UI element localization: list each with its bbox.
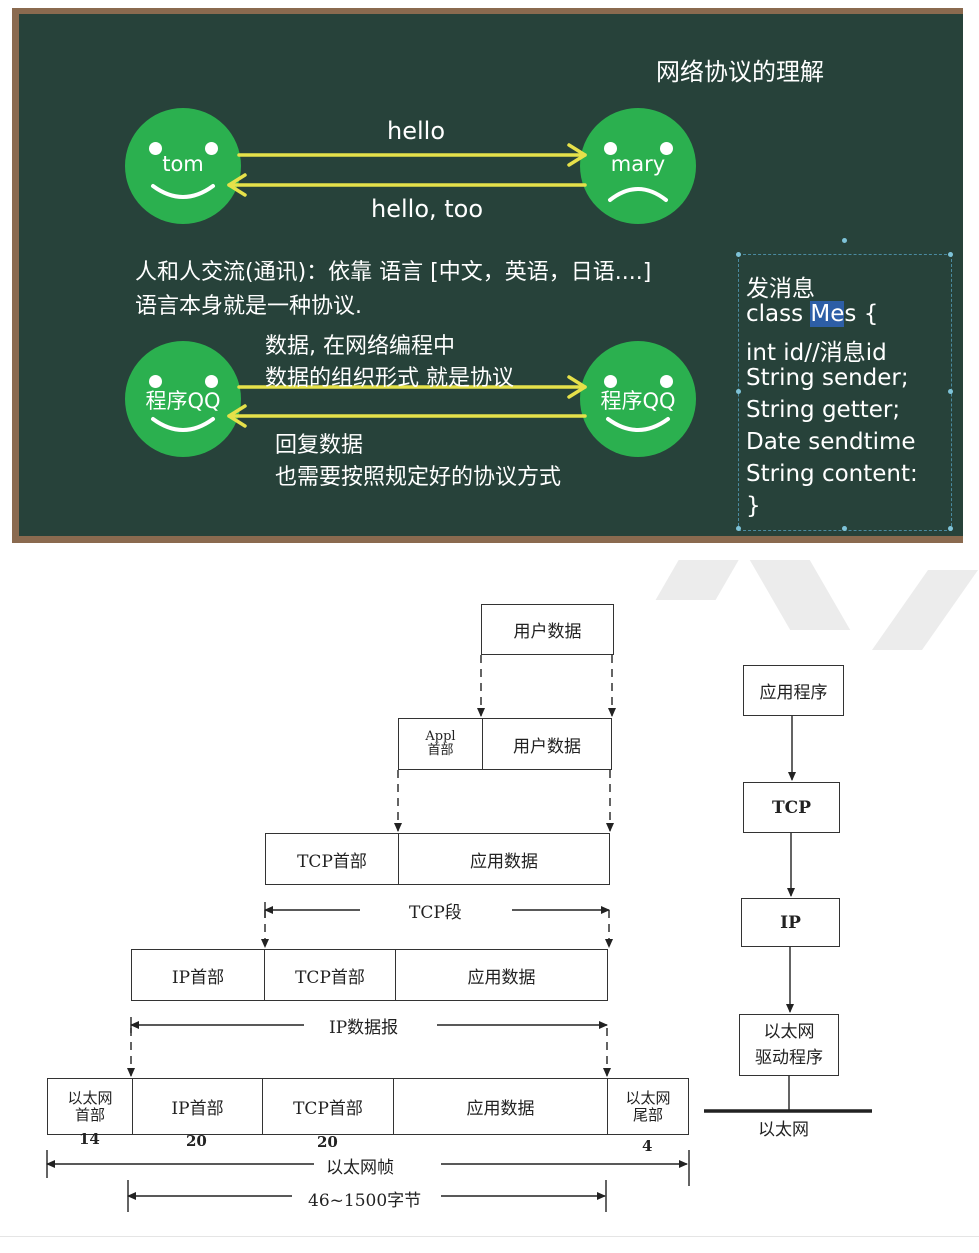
user-data-cell: 用户数据 — [482, 719, 611, 769]
eth-header-size: 14 — [79, 1130, 100, 1148]
tcp-header-cell-3: TCP首部 — [262, 1079, 393, 1134]
eth-header-line1: 以太网 — [67, 1090, 112, 1107]
appl-header-cell: Appl 首部 — [399, 719, 482, 769]
page-bottom-divider — [0, 1236, 979, 1237]
eth-trailer-line1: 以太网 — [625, 1090, 670, 1107]
app-data-cell: 应用数据 — [398, 834, 609, 884]
ip-header-size: 20 — [186, 1132, 207, 1150]
ip-datagram-packet: IP首部 TCP首部 应用数据 — [131, 949, 608, 1001]
app-data-cell-3: 应用数据 — [393, 1079, 607, 1134]
ethernet-frame-label: 以太网帧 — [323, 1153, 397, 1178]
eth-header-cell: 以太网 首部 — [48, 1079, 132, 1134]
tcp-header-cell: TCP首部 — [266, 834, 398, 884]
stack-ethernet-label: 以太网 — [758, 1115, 809, 1140]
stack-ip: IP — [741, 898, 840, 947]
ethernet-frame-packet: 以太网 首部 IP首部 TCP首部 应用数据 以太网 尾部 — [47, 1078, 689, 1135]
eth-header-line2: 首部 — [75, 1107, 105, 1124]
stack-application: 应用程序 — [743, 665, 844, 716]
stack-driver-line1: 以太网 — [764, 1019, 815, 1045]
stack-driver-line2: 驱动程序 — [755, 1045, 823, 1071]
app-data-cell-2: 应用数据 — [395, 950, 607, 1000]
frame-size-label: 46~1500字节 — [305, 1186, 424, 1211]
tcp-segment-label: TCP段 — [406, 898, 465, 923]
appl-header-line1: Appl — [425, 730, 455, 744]
eth-trailer-line2: 尾部 — [633, 1107, 663, 1124]
ip-header-cell-2: IP首部 — [132, 1079, 262, 1134]
eth-trailer-size: 4 — [642, 1137, 652, 1155]
user-data-box: 用户数据 — [481, 604, 614, 655]
tcp-header-cell-2: TCP首部 — [264, 950, 395, 1000]
ip-datagram-label: IP数据报 — [326, 1013, 401, 1038]
stack-ethernet-driver: 以太网 驱动程序 — [739, 1014, 839, 1076]
appl-packet: Appl 首部 用户数据 — [398, 718, 612, 770]
ip-header-cell: IP首部 — [132, 950, 264, 1000]
stack-tcp: TCP — [743, 782, 840, 833]
appl-header-line2: 首部 — [427, 744, 453, 758]
tcp-segment-packet: TCP首部 应用数据 — [265, 833, 610, 885]
eth-trailer-cell: 以太网 尾部 — [607, 1079, 688, 1134]
tcp-header-size: 20 — [317, 1133, 338, 1151]
